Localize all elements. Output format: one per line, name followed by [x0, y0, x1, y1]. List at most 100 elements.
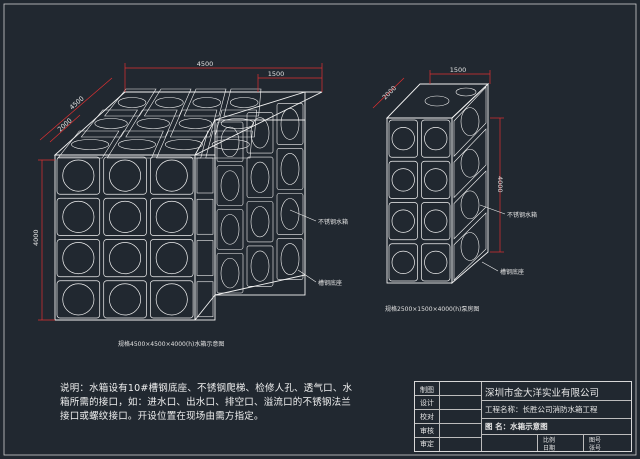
- tank-side-strip: [196, 281, 214, 318]
- tank-panel: [56, 239, 101, 278]
- left-dim-height: 4000: [32, 229, 40, 246]
- tank-side-panel: [246, 156, 274, 198]
- top-panel-oval: [178, 118, 212, 129]
- top-panel-oval: [117, 97, 147, 108]
- left-callout-panel: 不锈钢水箱: [318, 218, 348, 226]
- tank-side-panel: [453, 128, 487, 199]
- side-panel-circle: [460, 232, 480, 261]
- tank-side-panel: [246, 245, 274, 287]
- right-tank-front-face: [386, 117, 453, 284]
- left-tank-front-panels: [56, 156, 194, 319]
- panel-pressed-circle: [155, 283, 188, 316]
- panel-pressed-circle: [155, 200, 188, 233]
- tank-panel: [421, 119, 451, 158]
- top-vent: [455, 87, 477, 97]
- left-tank-drawing: [53, 91, 323, 321]
- right-callout-panel: 不锈钢水箱: [507, 211, 537, 219]
- left-dim-top-sub: 1500: [268, 70, 285, 78]
- panel-pressed-circle: [424, 250, 448, 274]
- top-panel-oval: [136, 118, 170, 129]
- top-panel-oval: [220, 118, 254, 129]
- tank-panel: [388, 119, 418, 158]
- tank-top-panel: [125, 109, 178, 138]
- tank-panel: [150, 239, 194, 278]
- panel-pressed-circle: [109, 242, 142, 275]
- top-panel-oval: [192, 97, 221, 108]
- left-dim-top-total: 4500: [197, 60, 214, 68]
- top-panel-oval: [229, 97, 259, 108]
- tank-panel: [388, 160, 418, 199]
- right-callout-base: 槽钢底座: [500, 268, 524, 276]
- right-tank-side-panel-grid: [424, 86, 487, 281]
- tank-side-panel: [246, 112, 274, 154]
- tb-label-drafter: 制图: [420, 386, 434, 394]
- panel-pressed-circle: [109, 200, 142, 233]
- tank-panel: [421, 202, 451, 241]
- tank-side-strip: [196, 198, 214, 235]
- panel-pressed-circle: [391, 209, 415, 233]
- tb-project: 工程名称：长胜公司消防水箱工程: [485, 405, 598, 414]
- left-tank-side-front: [194, 154, 216, 321]
- tb-drawing-name: 图 名：水箱示意图: [485, 422, 548, 431]
- tank-top-panel: [143, 88, 192, 117]
- tank-side-panel: [216, 165, 244, 206]
- tank-side-panel: [216, 209, 244, 250]
- tank-side-panel: [276, 148, 304, 190]
- tank-top-panel: [57, 130, 120, 159]
- tank-side-strip: [196, 240, 214, 276]
- tank-side-panel: [216, 252, 244, 294]
- panel-pressed-circle: [109, 283, 142, 316]
- right-tank-caption: 规格2500×1500×4000(h)泵房图: [385, 305, 479, 313]
- side-panel-circle: [250, 117, 270, 149]
- top-panel-oval: [118, 139, 156, 150]
- tank-panel: [56, 156, 101, 195]
- panel-pressed-circle: [391, 250, 415, 274]
- tank-side-panel: [276, 238, 304, 280]
- tank-top-panel: [156, 130, 209, 159]
- tank-panel: [103, 280, 147, 319]
- panel-pressed-circle: [391, 168, 415, 192]
- tank-panel: [388, 243, 418, 282]
- drawing-frame: [3, 3, 637, 456]
- left-tank-callouts: [289, 209, 317, 283]
- tank-side-panel: [246, 201, 274, 243]
- top-panel-oval: [71, 139, 110, 150]
- tb-label-checker: 校对: [420, 413, 434, 421]
- tb-company: 深圳市金大洋实业有限公司: [485, 388, 600, 399]
- tank-side-panel: [216, 121, 244, 163]
- tb-label-designer: 设计: [420, 399, 434, 407]
- side-panel-circle: [460, 190, 480, 220]
- right-tank-dimensions: [372, 70, 504, 253]
- right-tank-front-panels: [388, 119, 451, 282]
- left-tank-caption: 规格4500×4500×4000(h)水箱示意图: [118, 340, 224, 348]
- panel-pressed-circle: [155, 242, 188, 275]
- tank-panel: [150, 156, 194, 195]
- tank-side-strip: [196, 157, 214, 194]
- side-panel-circle: [250, 206, 270, 238]
- panel-pressed-circle: [155, 159, 188, 192]
- side-panel-circle: [280, 153, 300, 185]
- tank-panel: [388, 202, 418, 241]
- left-tank-top-panel-grid: [57, 88, 262, 159]
- tb-label-sheet-no: 张号: [589, 445, 602, 452]
- panel-pressed-circle: [109, 159, 142, 192]
- tb-label-approver: 审定: [420, 440, 434, 448]
- panel-pressed-circle: [62, 200, 95, 233]
- tank-top-panel: [106, 130, 164, 159]
- tank-panel: [103, 239, 147, 278]
- tank-panel: [56, 280, 101, 319]
- side-panel-circle: [220, 170, 240, 201]
- side-panel-circle: [220, 214, 240, 245]
- panel-pressed-circle: [62, 242, 95, 275]
- tank-top-panel: [223, 88, 262, 117]
- tank-panel: [150, 197, 194, 236]
- tank-top-panel: [205, 130, 253, 159]
- tank-side-panel: [453, 86, 487, 157]
- right-dim-width: 1500: [450, 66, 467, 74]
- tank-side-panel: [276, 193, 304, 235]
- side-panel-circle: [280, 198, 300, 230]
- side-panel-circle: [280, 108, 300, 140]
- left-tank-dimensions: [38, 63, 323, 321]
- tank-top-panel: [80, 109, 138, 138]
